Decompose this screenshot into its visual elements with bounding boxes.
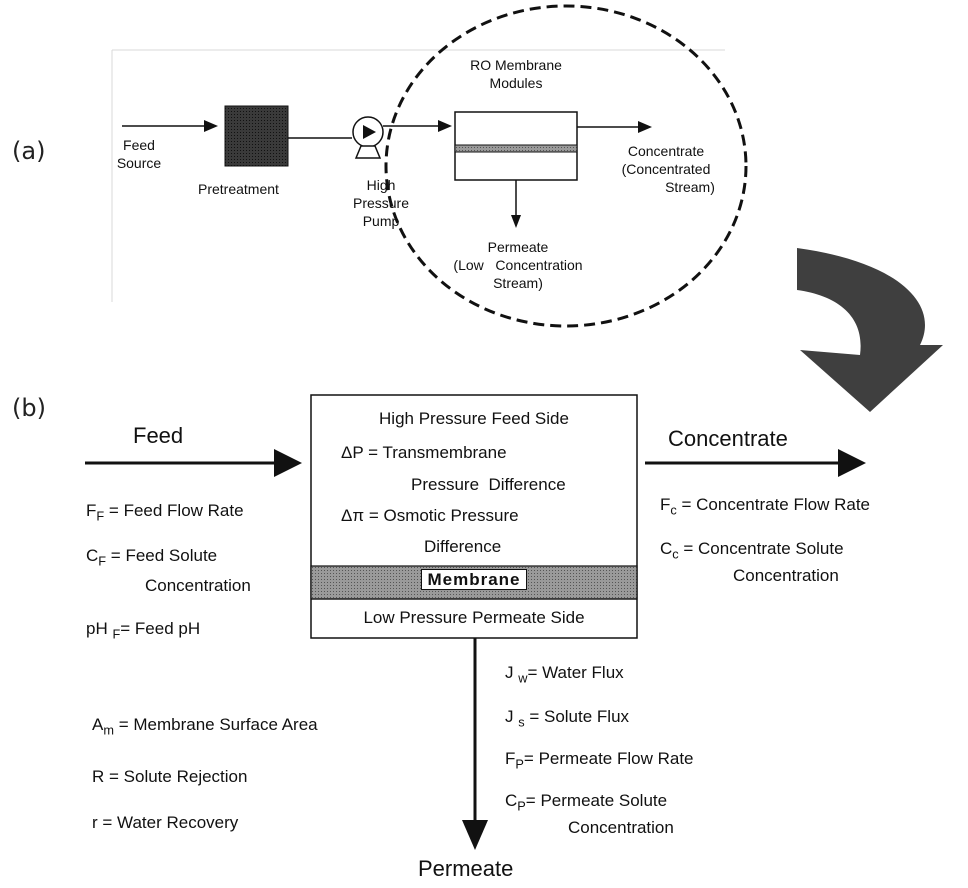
delta-pi-symbol: Δπ (341, 506, 365, 525)
delta-pi-text-2: Difference (424, 537, 502, 556)
var-text: Solute Flux (543, 707, 630, 726)
feed-flow-rate-var: FF = Feed Flow Rate (86, 501, 244, 524)
concentrate-label-b: Concentrate (668, 426, 788, 451)
pump-line-2: Pressure (352, 195, 410, 211)
ro-membrane-module (454, 111, 578, 181)
var-subscript: F (112, 626, 121, 642)
concentrate-label-a: Concentrate (Concentrated Stream) (596, 142, 736, 196)
var-symbol: C (86, 546, 99, 565)
high-pressure-side-label: High Pressure Feed Side (379, 409, 569, 428)
solute-flux-var: J s = Solute Flux (505, 707, 630, 730)
var-symbol: C (505, 791, 518, 810)
pump-line-1: High (366, 177, 396, 193)
feed-arrow-b (85, 449, 302, 477)
pump-to-module-arrow (383, 120, 452, 132)
delta-p-text-2: Pressure Difference (411, 475, 566, 494)
concentrate-a-line-3: Stream) (665, 179, 715, 195)
module-title-line-2: Modules (489, 75, 543, 91)
var-text: Concentrate Solute (698, 539, 844, 558)
var-text: Permeate Flow Rate (538, 749, 694, 768)
feed-solute-conc-var: CF = Feed Solute (86, 546, 218, 569)
feed-source-label: Feed Source (108, 136, 170, 172)
var-subscript: F (98, 553, 107, 569)
var-text: Permeate Solute (540, 791, 668, 810)
var-symbol: F (660, 495, 671, 514)
var-subscript: m (103, 722, 114, 738)
feed-source-line-1: Feed (123, 137, 155, 153)
var-subscript: P (515, 756, 524, 772)
var-subscript: c (670, 502, 677, 518)
var-symbol: F (505, 749, 516, 768)
delta-p-symbol: ΔP (341, 443, 364, 462)
delta-p-definition: ΔP = Transmembrane (341, 443, 507, 462)
pretreatment-block (224, 105, 289, 167)
var-subscript: c (672, 546, 679, 562)
pump-label: High Pressure Pump (346, 176, 416, 230)
module-title-label: RO Membrane Modules (460, 56, 572, 92)
permeate-solute-conc-var-2: Concentration (568, 818, 674, 837)
var-symbol: R (92, 767, 105, 786)
membrane-label-wrap: Membrane (311, 569, 637, 590)
permeate-a-line-1: Permeate (487, 239, 549, 255)
feed-source-line-2: Source (116, 155, 162, 171)
concentrate-arrow-a (577, 121, 652, 133)
solute-rejection-var: R = Solute Rejection (92, 767, 248, 786)
feed-solute-conc-var-2: Concentration (145, 576, 251, 595)
var-text: Feed Solute (125, 546, 218, 565)
permeate-a-line-2: (Low Concentration (453, 257, 583, 273)
concentrate-solute-conc-var: Cc = Concentrate Solute (660, 539, 844, 562)
pretreatment-label: Pretreatment (198, 181, 279, 197)
var-symbol: A (92, 715, 104, 734)
var-text: Feed Flow Rate (123, 501, 244, 520)
var-symbol: r (92, 813, 98, 832)
var-text: Solute Rejection (123, 767, 248, 786)
feed-source-arrow (122, 120, 218, 132)
membrane-area-var: Am = Membrane Surface Area (92, 715, 318, 738)
delta-pi-definition: Δπ = Osmotic Pressure (341, 506, 519, 525)
var-text: Concentrate Flow Rate (696, 495, 871, 514)
permeate-arrow-b (462, 638, 488, 850)
panel-a-frame (111, 49, 725, 302)
curved-transition-arrow (797, 212, 943, 412)
panel-a-label: (a) (12, 137, 46, 165)
var-text: Feed pH (134, 619, 201, 638)
var-symbol: J (505, 707, 519, 726)
concentrate-a-line-1: Concentrate (627, 143, 705, 159)
water-recovery-var: r = Water Recovery (92, 813, 239, 832)
high-pressure-pump-icon (352, 116, 384, 159)
var-subscript: P (517, 798, 526, 814)
var-subscript: s (518, 714, 525, 730)
pump-line-3: Pump (362, 213, 400, 229)
panel-b-label: (b) (12, 394, 46, 422)
var-text: Water Flux (542, 663, 624, 682)
var-subscript: w (518, 670, 528, 686)
low-pressure-side-label: Low Pressure Permeate Side (363, 608, 585, 627)
concentrate-solute-conc-var-2: Concentration (733, 566, 839, 585)
feed-ph-var: pH F= Feed pH (86, 619, 201, 642)
membrane-label: Membrane (421, 569, 527, 590)
permeate-arrow-a (511, 180, 521, 228)
var-text: Membrane Surface Area (133, 715, 318, 734)
concentrate-flow-rate-var: Fc = Concentrate Flow Rate (660, 495, 871, 518)
var-subscript: F (96, 508, 105, 524)
module-title-line-1: RO Membrane (470, 57, 562, 73)
var-text: Water Recovery (117, 813, 239, 832)
concentrate-arrow-b (645, 449, 866, 477)
delta-p-text-1: Transmembrane (382, 443, 507, 462)
module-highlight-circle (384, 4, 748, 328)
var-symbol: F (86, 501, 97, 520)
water-flux-var: J w= Water Flux (505, 663, 624, 686)
feed-label-b: Feed (133, 423, 184, 448)
concentrate-a-line-2: (Concentrated (621, 161, 711, 177)
permeate-solute-conc-var: CP= Permeate Solute (505, 791, 668, 814)
var-symbol: J (505, 663, 519, 682)
permeate-a-line-3: Stream) (493, 275, 543, 291)
var-symbol: pH (86, 619, 113, 638)
var-symbol: C (660, 539, 673, 558)
permeate-flow-rate-var: FP= Permeate Flow Rate (505, 749, 694, 772)
permeate-label-b: Permeate (418, 856, 514, 881)
permeate-label-a: Permeate (Low Concentration Stream) (420, 238, 616, 292)
delta-pi-text-1: Osmotic Pressure (383, 506, 519, 525)
